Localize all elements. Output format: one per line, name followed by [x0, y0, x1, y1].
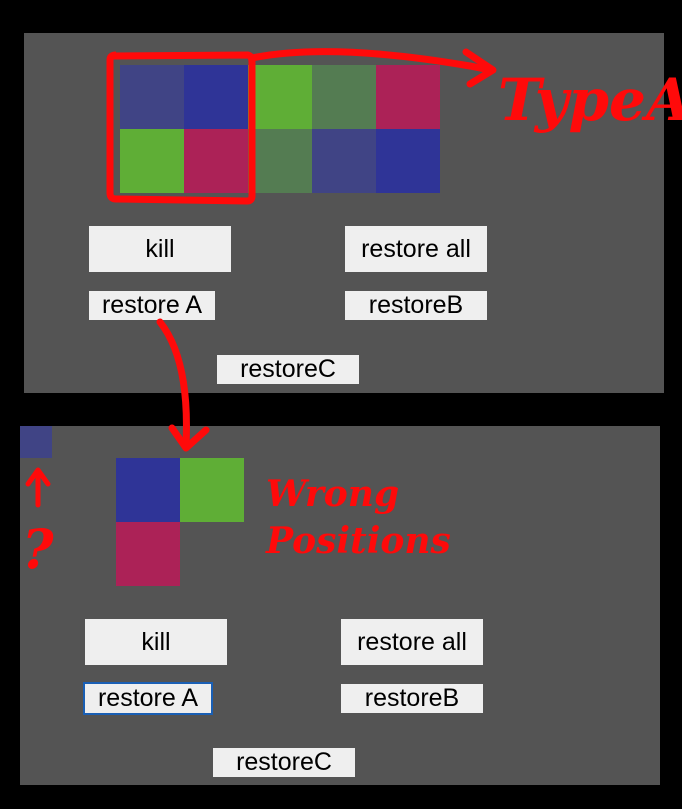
- top-panel: kill restore all restore A restoreB rest…: [24, 33, 664, 393]
- kill-button[interactable]: kill: [85, 619, 227, 665]
- stray-tile: [20, 426, 52, 458]
- restore-all-button[interactable]: restore all: [345, 226, 487, 272]
- grid-tile: [120, 129, 184, 193]
- restore-all-button[interactable]: restore all: [341, 619, 483, 665]
- grid-tile: [120, 65, 184, 129]
- grid-tile: [248, 65, 312, 129]
- restore-b-button[interactable]: restoreB: [341, 684, 483, 713]
- restore-a-button[interactable]: restore A: [89, 291, 215, 320]
- bottom-panel: kill restore all restore A restoreB rest…: [20, 426, 660, 785]
- restore-c-button[interactable]: restoreC: [217, 355, 359, 384]
- grid-tile: [116, 458, 180, 522]
- grid-tile: [376, 65, 440, 129]
- restore-c-button[interactable]: restoreC: [213, 748, 355, 777]
- restore-b-button[interactable]: restoreB: [345, 291, 487, 320]
- grid-tile: [180, 458, 244, 522]
- grid-tile: [248, 129, 312, 193]
- grid-tile: [184, 129, 248, 193]
- grid-tile: [312, 129, 376, 193]
- grid-tile: [116, 522, 180, 586]
- grid-tile: [184, 65, 248, 129]
- kill-button[interactable]: kill: [89, 226, 231, 272]
- restore-a-button[interactable]: restore A: [83, 682, 213, 715]
- grid-tile: [376, 129, 440, 193]
- grid-tile: [312, 65, 376, 129]
